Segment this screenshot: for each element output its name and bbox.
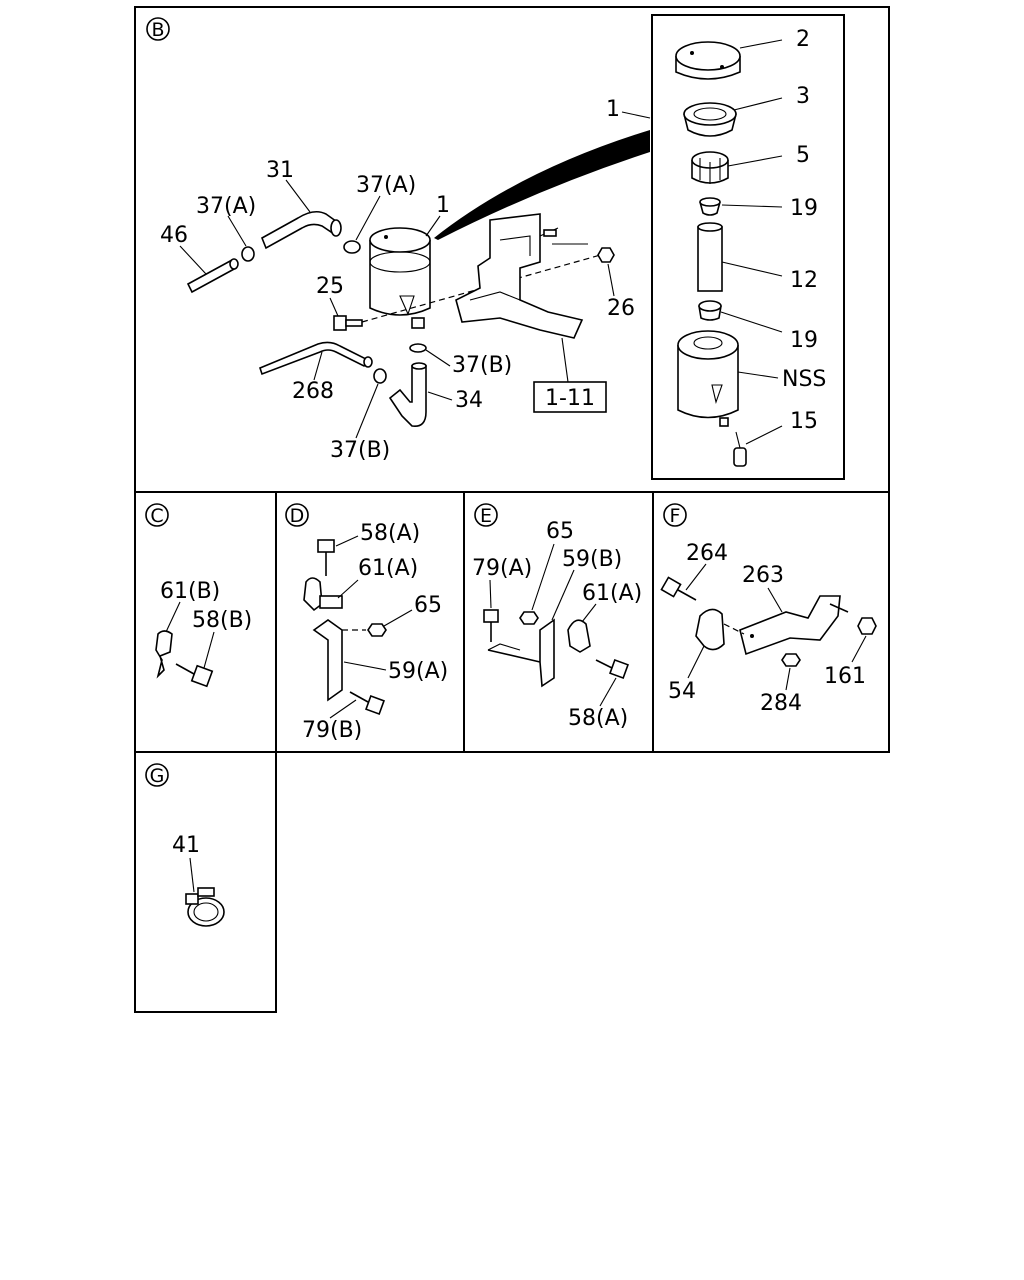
pipe-46-drawing	[186, 258, 239, 294]
section-label-c: C	[150, 505, 163, 527]
callout-264: 264	[686, 541, 728, 566]
callout-46: 46	[160, 223, 188, 248]
bolt-79b-drawing	[349, 691, 385, 715]
clamp-37a-left-drawing	[241, 246, 255, 262]
section-label-f: F	[670, 505, 681, 527]
section-marker-g: G	[145, 763, 169, 787]
callout-61a-e: 61(A)	[582, 581, 642, 606]
exploded-leader-lines	[720, 39, 783, 445]
callout-2: 2	[796, 27, 810, 52]
callout-25: 25	[316, 274, 344, 299]
bolt-58a-e-drawing	[595, 659, 629, 679]
expansion-wedge	[434, 130, 650, 240]
callout-65-e: 65	[546, 519, 574, 544]
section-marker-f: F	[663, 503, 687, 527]
callout-54: 54	[668, 679, 696, 704]
callout-nss: NSS	[782, 367, 826, 392]
callout-59a: 59(A)	[388, 659, 448, 684]
callout-58a-e: 58(A)	[568, 706, 628, 731]
section-label-d: D	[290, 505, 305, 527]
callout-58b: 58(B)	[192, 608, 252, 633]
reservoir-cap-drawing	[675, 41, 741, 80]
callout-268: 268	[292, 379, 334, 404]
panel-frames	[134, 6, 890, 1013]
callout-3: 3	[796, 84, 810, 109]
nut-26-drawing	[597, 247, 615, 263]
exploded-view-frame	[651, 14, 845, 480]
bracket-59a-drawing	[312, 619, 366, 702]
reservoir-tank-drawing	[369, 227, 431, 329]
callout-61a-d: 61(A)	[358, 556, 418, 581]
bracket-59b-drawing	[487, 618, 555, 688]
grommet-lower-drawing	[698, 300, 722, 321]
clip-61a-d-drawing	[303, 577, 343, 612]
clip-61a-e-drawing	[567, 619, 591, 653]
callout-37b-bottom: 37(B)	[330, 438, 390, 463]
callout-61b: 61(B)	[160, 579, 220, 604]
callout-37b-right: 37(B)	[452, 353, 512, 378]
grommet-upper-drawing	[699, 197, 721, 216]
callout-284: 284	[760, 691, 802, 716]
section-marker-d: D	[285, 503, 309, 527]
bracket-263-drawing	[739, 595, 841, 656]
callout-79b: 79(B)	[302, 718, 362, 743]
callout-31: 31	[266, 158, 294, 183]
hose-clamp-41-drawing	[185, 887, 225, 927]
filter-tube-drawing	[697, 222, 723, 292]
bolt-161-drawing	[829, 603, 877, 635]
callout-19-upper: 19	[790, 196, 818, 221]
section-label-e: E	[480, 505, 492, 527]
callout-12: 12	[790, 268, 818, 293]
section-marker-b: B	[146, 17, 170, 41]
bolt-58b-c-drawing	[175, 663, 214, 688]
callout-65-d: 65	[414, 593, 442, 618]
callout-5: 5	[796, 143, 810, 168]
callout-161: 161	[824, 664, 866, 689]
filter-seal-drawing	[683, 102, 737, 137]
panel-g-frame	[134, 751, 277, 1013]
callout-19-lower: 19	[790, 328, 818, 353]
hose-34-drawing	[388, 362, 427, 428]
bolt-264-drawing	[660, 576, 697, 601]
section-marker-c: C	[145, 503, 169, 527]
reference-box-1-11: 1-11	[533, 337, 607, 413]
callout-34: 34	[455, 388, 483, 413]
pipe-268-drawing	[259, 341, 373, 376]
return-hose-31-drawing	[260, 210, 342, 250]
clamp-37a-top-drawing	[343, 240, 361, 254]
filter-spring-drawing	[691, 151, 729, 184]
section-label-b: B	[151, 19, 164, 41]
reference-label-1-11: 1-11	[545, 386, 595, 411]
callout-41: 41	[172, 833, 200, 858]
nut-284-drawing	[781, 653, 801, 667]
clamp-37b-bottom-drawing	[373, 368, 387, 384]
callout-15: 15	[790, 409, 818, 434]
reservoir-body-drawing	[677, 330, 739, 427]
panel-f-frame	[652, 491, 890, 753]
callout-58a-d: 58(A)	[360, 521, 420, 546]
hose-clip-drawing	[733, 431, 747, 467]
callout-26: 26	[607, 296, 635, 321]
callout-79a: 79(A)	[472, 556, 532, 581]
section-marker-e: E	[474, 503, 498, 527]
clamp-37b-right-drawing	[409, 343, 427, 353]
clip-61b-drawing	[155, 630, 173, 679]
section-label-g: G	[150, 765, 165, 787]
callout-263: 263	[742, 563, 784, 588]
bolt-58a-d-drawing	[317, 539, 335, 576]
nut-65-e-drawing	[519, 611, 539, 625]
nut-65-d-drawing	[367, 623, 387, 637]
callout-1-exploded: 1	[606, 97, 620, 122]
callout-1-tank: 1	[436, 193, 450, 218]
callout-59b: 59(B)	[562, 547, 622, 572]
callout-37a-left: 37(A)	[196, 194, 256, 219]
bolt-25-drawing	[333, 315, 363, 331]
bracket-assembly-drawing	[455, 213, 588, 339]
bolt-79a-drawing	[483, 609, 499, 642]
clip-54-drawing	[695, 608, 745, 651]
callout-37a-top: 37(A)	[356, 173, 416, 198]
